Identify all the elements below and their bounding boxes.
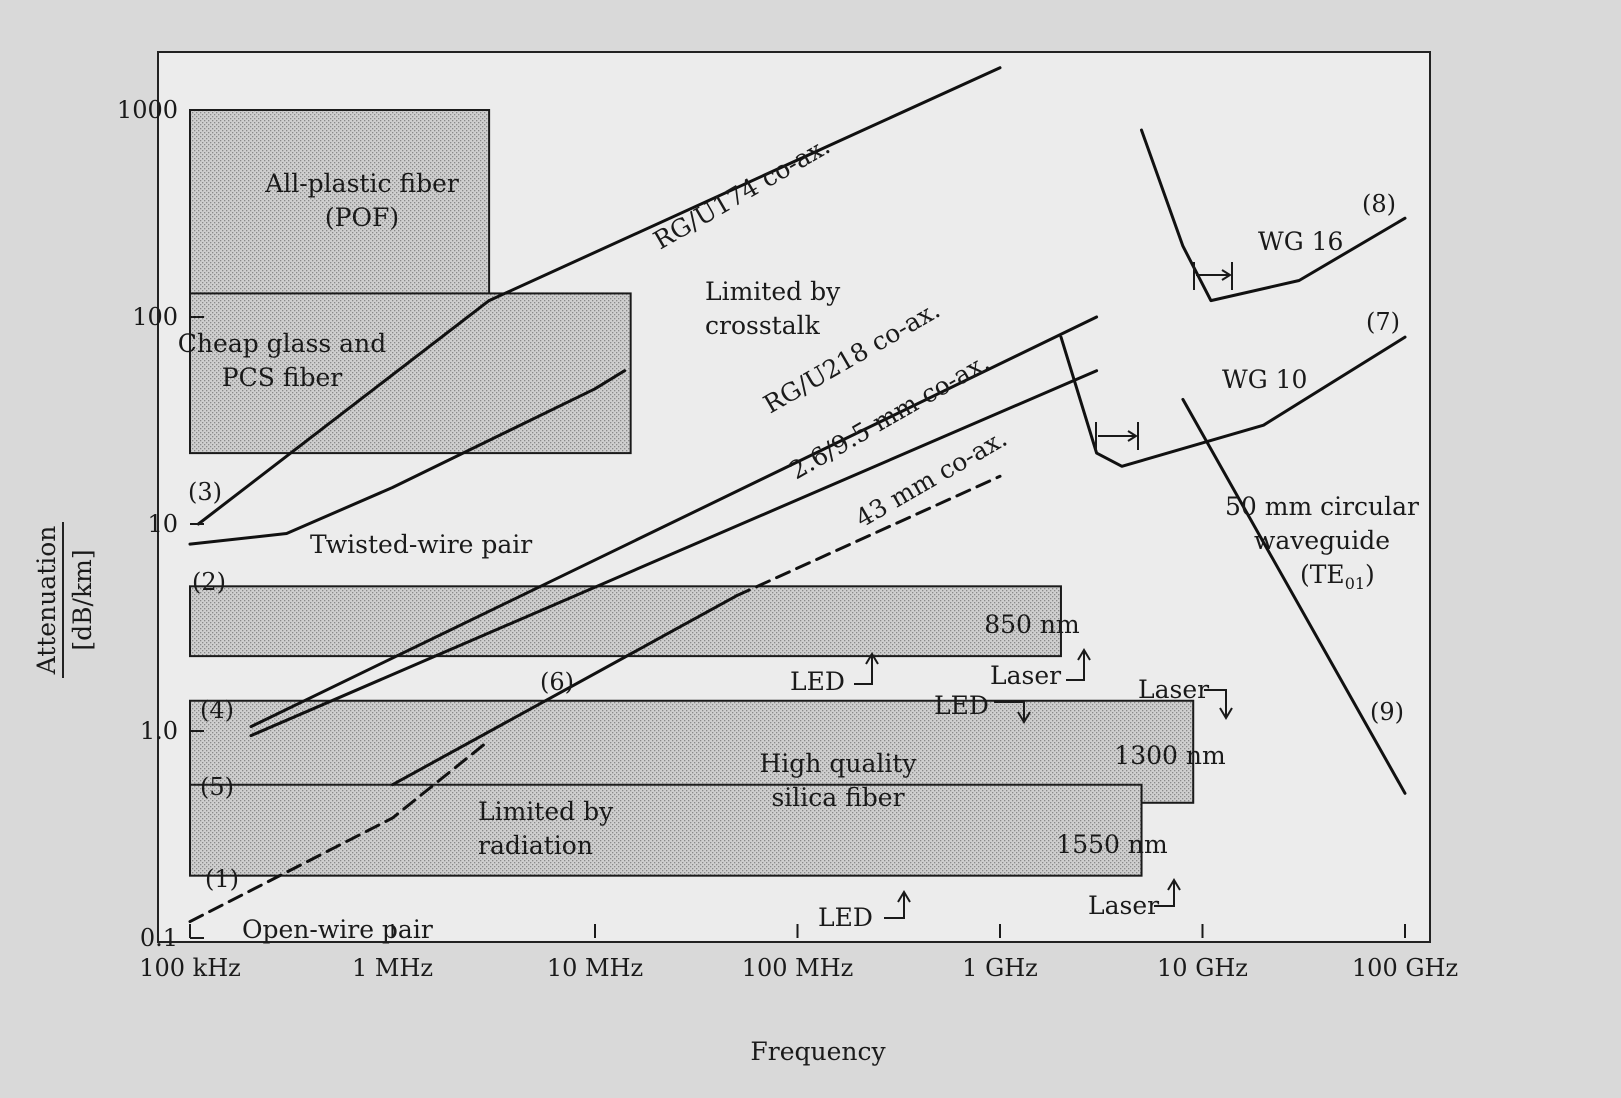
circular-label-line1: 50 mm circular: [1225, 492, 1419, 521]
x-tick-label: 10 MHz: [547, 954, 643, 982]
curve-label-9: (9): [1370, 698, 1404, 726]
band-silica-850: [189, 585, 1062, 658]
y-tick-label: 1000: [117, 96, 178, 124]
series-layer: [188, 66, 1407, 924]
circular-te-subscript: 01: [1345, 574, 1365, 593]
circular-label-line3: (TE01): [1300, 560, 1375, 593]
led-1300-label: LED: [934, 691, 989, 720]
curve-label-6: (6): [540, 668, 574, 696]
led-850-label: LED: [790, 667, 845, 696]
series-wg10: [1059, 335, 1407, 468]
laser-1550-arrow: [1154, 878, 1181, 907]
x-tick-label: 10 GHz: [1157, 954, 1248, 982]
y-tick-label: 1.0: [140, 717, 178, 745]
y-tick-label: 10: [147, 510, 178, 538]
x-tick-label: 1 GHz: [962, 954, 1038, 982]
laser-1300-label: Laser: [1138, 675, 1209, 704]
x-tick-label: 100 GHz: [1352, 954, 1458, 982]
bands-layer: [189, 109, 1195, 877]
silica-1300-label: 1300 nm: [1114, 741, 1226, 770]
silica-label-line1: High quality: [759, 749, 917, 778]
curve-label-1: (1): [205, 865, 239, 893]
led-1550-label: LED: [818, 903, 873, 932]
series-3: [196, 299, 491, 526]
laser-850-label: Laser: [990, 661, 1061, 690]
y-axis-label-bottom: [dB/km]: [68, 549, 97, 650]
wg10-cutoff-marker: [1095, 422, 1139, 450]
led-1550-arrow: [884, 890, 911, 919]
pof-label-line1: All-plastic fiber: [264, 169, 459, 198]
circular-te-suffix: ): [1365, 560, 1375, 589]
series-1: [188, 739, 491, 924]
led-1300-arrow: [994, 701, 1031, 724]
series-circular: [1181, 397, 1407, 795]
series-6: [391, 594, 738, 787]
x-axis-label: Frequency: [750, 1037, 886, 1066]
silica-label-line2: silica fiber: [771, 783, 904, 812]
series-6-ext: [735, 474, 1002, 598]
y-tick-label: 100: [132, 303, 178, 331]
x-tick-label: 100 kHz: [139, 954, 241, 982]
open-wire-label: Open-wire pair: [242, 915, 433, 944]
band-pcs: [189, 292, 632, 455]
curve-label-7: (7): [1366, 308, 1400, 336]
y-axis-label: Attenuation [dB/km]: [32, 522, 97, 678]
silica-850-label: 850 nm: [984, 610, 1080, 639]
band-pof: [189, 109, 491, 318]
series-wg16: [1140, 128, 1407, 303]
series-4: [249, 315, 1099, 729]
pof-label-line2: (POF): [325, 203, 399, 232]
pcs-label-line2: PCS fiber: [222, 363, 342, 392]
curve-label-8: (8): [1362, 190, 1396, 218]
led-850-arrow: [854, 652, 879, 685]
x-tick-label: 100 MHz: [742, 954, 854, 982]
ticks-layer: 100 kHz 1 MHz 10 MHz 100 MHz 1 GHz 10 GHz 100 …: [117, 96, 1458, 982]
series-5: [249, 369, 1099, 738]
laser-1550-label: Laser: [1088, 891, 1159, 920]
curve-label-2: (2): [192, 568, 226, 596]
y-tick-label: 0.1: [140, 924, 178, 952]
radiation-label-line2: radiation: [478, 831, 593, 860]
curve-label-4: (4): [200, 696, 234, 724]
crosstalk-label-line1: Limited by: [705, 277, 841, 306]
wg16-label: WG 16: [1258, 227, 1343, 256]
curve-label-5: (5): [200, 773, 234, 801]
x-tick-label: 1 MHz: [352, 954, 433, 982]
wg10-label: WG 10: [1222, 365, 1307, 394]
y-axis-label-top: Attenuation: [32, 526, 61, 676]
crosstalk-label-line2: crosstalk: [705, 311, 821, 340]
series-rg174: [487, 66, 1002, 303]
twisted-wire-label: Twisted-wire pair: [310, 530, 532, 559]
wg16-cutoff-marker: [1193, 262, 1233, 290]
circular-label-line2: waveguide: [1254, 526, 1390, 555]
band-silica-1550: [189, 783, 1143, 877]
silica-1550-label: 1550 nm: [1056, 830, 1168, 859]
pcs-label-line1: Cheap glass and: [178, 329, 386, 358]
circular-te-prefix: (TE: [1300, 560, 1345, 589]
radiation-label-line1: Limited by: [478, 797, 614, 826]
curve-label-3: (3): [188, 478, 222, 506]
laser-850-arrow: [1066, 648, 1091, 681]
series-2: [188, 369, 627, 546]
laser-1300-arrow: [1204, 689, 1233, 720]
